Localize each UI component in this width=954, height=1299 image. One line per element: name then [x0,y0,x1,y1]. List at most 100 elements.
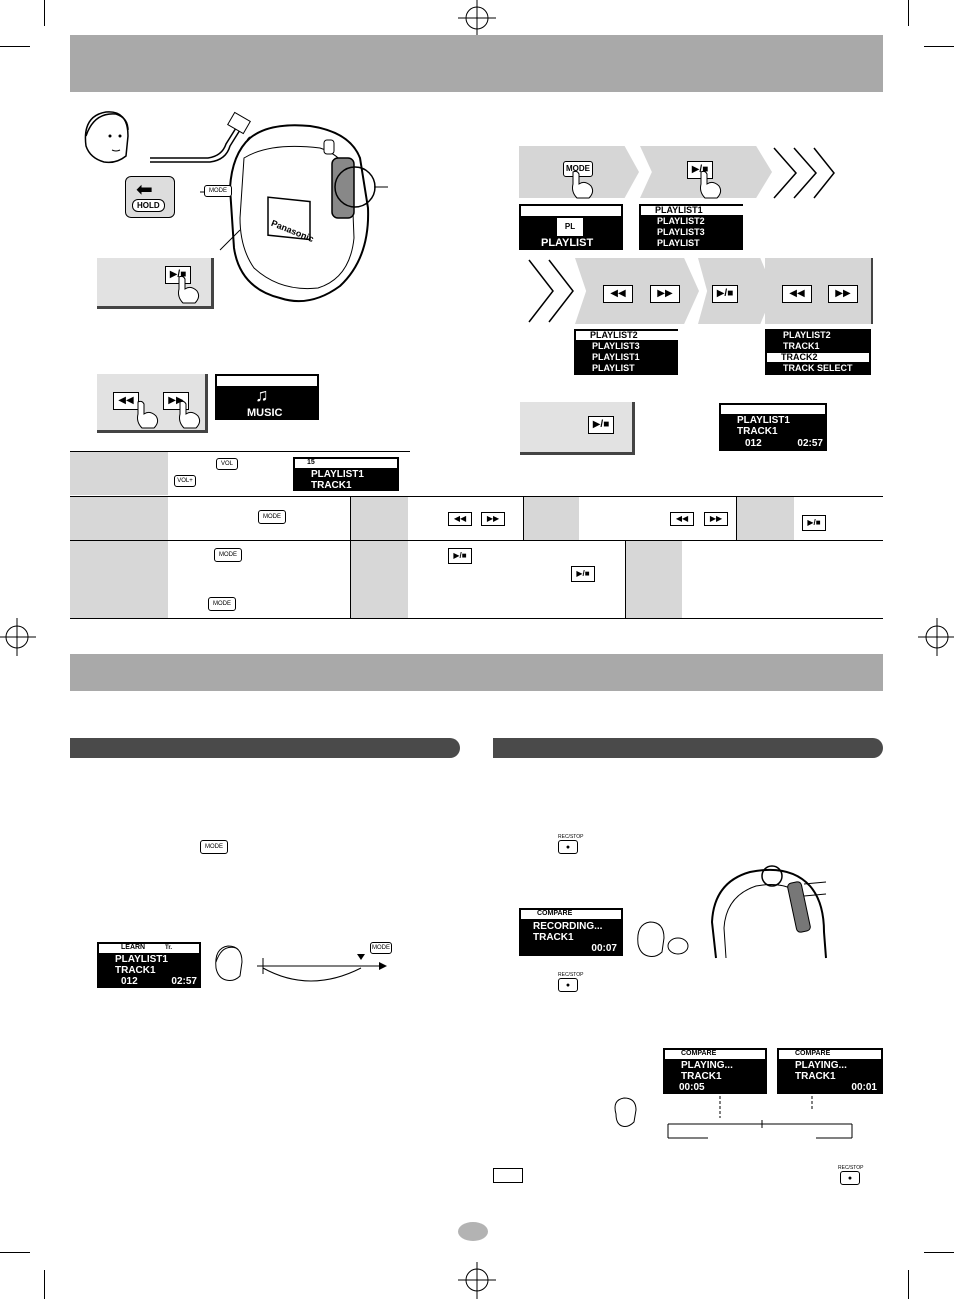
playlist-item: PLAYLIST2 [783,330,831,340]
volume-level: 15 [307,459,315,466]
compare-strip [521,910,621,919]
chevron-right-icon [773,147,835,199]
tr-marker: Tr. [165,945,173,951]
track-item-selected[interactable]: TRACK2 [767,353,869,362]
play-stop-button[interactable]: ▶/■ [571,566,595,582]
chevron-right-icon [528,259,574,323]
crop-mark [924,1252,954,1253]
compare-play-display-1: COMPARE PLAYING... TRACK1 00:05 [663,1048,767,1094]
track-number: 012 [121,976,138,987]
compare-strip [665,1050,765,1059]
hold-switch-box: ⬅ HOLD [125,176,175,218]
table-label-cell [524,497,579,540]
play-stop-button[interactable]: ▶/■ [448,548,472,564]
elapsed-time: 02:57 [797,438,823,449]
playlist-item[interactable]: PLAYLIST2 [657,216,705,226]
next-button[interactable]: ▶▶ [704,512,728,526]
rec-stop-button[interactable]: ● [558,978,578,992]
table-divider [523,496,524,540]
playlist-footer: PLAYLIST [592,363,635,373]
compare-strip [779,1050,881,1059]
listener-face-illustration [84,111,129,164]
crop-mark [0,1252,30,1253]
rec-stop-label: REC/STOP [838,1165,864,1171]
mode-button[interactable]: MODE [208,597,236,611]
prev-button[interactable]: ◀◀ [782,285,812,303]
compare-mode-label: COMPARE [795,1050,831,1057]
finger-press-icon [572,170,594,199]
playing-display: PLAYLIST1 TRACK1 012 02:57 [719,403,827,451]
listener-face-small [215,945,243,981]
playlist-list-display-2: PLAYLIST2 PLAYLIST3 PLAYLIST1 PLAYLIST [574,329,678,375]
playlist-item[interactable]: PLAYLIST3 [657,227,705,237]
track-item[interactable]: TRACK1 [783,341,820,351]
note-box [493,1168,523,1183]
mode-button[interactable]: MODE [200,840,228,854]
track-number: 012 [745,438,762,449]
play-key-panel: ▶/■ [520,402,635,455]
learn-mode-label: LEARN [121,944,146,951]
music-note-icon: ♫ [255,385,269,405]
ab-repeat-arc [257,954,387,982]
play-stop-button[interactable]: ▶/■ [802,515,826,531]
mode-button[interactable]: MODE [563,161,593,177]
playlist-item[interactable]: PLAYLIST2 [576,331,678,340]
crop-mark [44,0,45,26]
prev-button[interactable]: ◀◀ [113,392,139,410]
table-rule [70,496,883,497]
rec-stop-button[interactable]: ● [840,1171,860,1185]
rec-stop-button[interactable]: ● [558,840,578,854]
mode-icon-row [217,376,317,386]
section-header-bar [70,35,883,92]
table-label-cell [626,541,682,618]
registration-mark-left [0,618,36,656]
mode-button[interactable]: MODE [258,510,286,524]
mode-button[interactable]: MODE [214,548,242,562]
mode-button[interactable]: MODE [204,185,232,197]
vol-plus-button[interactable]: VOL+ [174,475,196,487]
table-label-cell [351,541,408,618]
table-divider [625,540,626,618]
subsection-bar-left [70,738,460,758]
finger-press-icon [179,400,201,429]
page-number-badge [458,1222,488,1241]
prev-button[interactable]: ◀◀ [670,512,694,526]
table-divider [350,496,351,618]
playing-status: PLAYING... [681,1060,733,1071]
callout-circle [334,166,388,208]
play-stop-button[interactable]: ▶/■ [588,416,614,434]
crop-mark [924,46,954,47]
prev-button[interactable]: ◀◀ [448,512,472,526]
rec-stop-label: REC/STOP [558,972,584,978]
play-key-panel: ▶/■ [97,258,214,309]
finger-press-icon [178,275,200,304]
vol-minus-button[interactable]: VOL [216,458,238,470]
track-name: TRACK1 [681,1071,722,1082]
playlist-item[interactable]: PLAYLIST1 [592,352,640,362]
next-button[interactable]: ▶▶ [481,512,505,526]
playlist-name: PLAYLIST1 [115,954,168,965]
table-label-cell [351,497,408,540]
track-name: TRACK1 [737,426,778,437]
next-button[interactable]: ▶▶ [650,285,680,303]
subsection-bar-right [493,738,883,758]
playlist-item[interactable]: PLAYLIST1 [641,206,743,215]
prev-button[interactable]: ◀◀ [603,285,633,303]
hold-switch[interactable]: HOLD [132,199,165,212]
playlist-name: PLAYLIST1 [737,415,790,426]
registration-mark-top [458,0,496,38]
playing-status: PLAYING... [795,1060,847,1071]
next-button[interactable]: ▶▶ [828,285,858,303]
compare-play-display-2: COMPARE PLAYING... TRACK1 00:01 [777,1048,883,1094]
play-stop-button[interactable]: ▶/■ [712,285,738,303]
left-arrow-icon: ⬅ [136,179,153,201]
elapsed-time: 00:07 [591,943,617,954]
playlist-item[interactable]: PLAYLIST3 [592,341,640,351]
registration-mark-right [918,618,954,656]
mode-button[interactable]: MODE [370,942,392,954]
compare-mode-label: COMPARE [537,910,573,917]
device-illustration [200,124,370,303]
volume-strip [295,459,397,468]
registration-mark-bottom [458,1262,496,1299]
finger-press-icon [700,170,722,199]
